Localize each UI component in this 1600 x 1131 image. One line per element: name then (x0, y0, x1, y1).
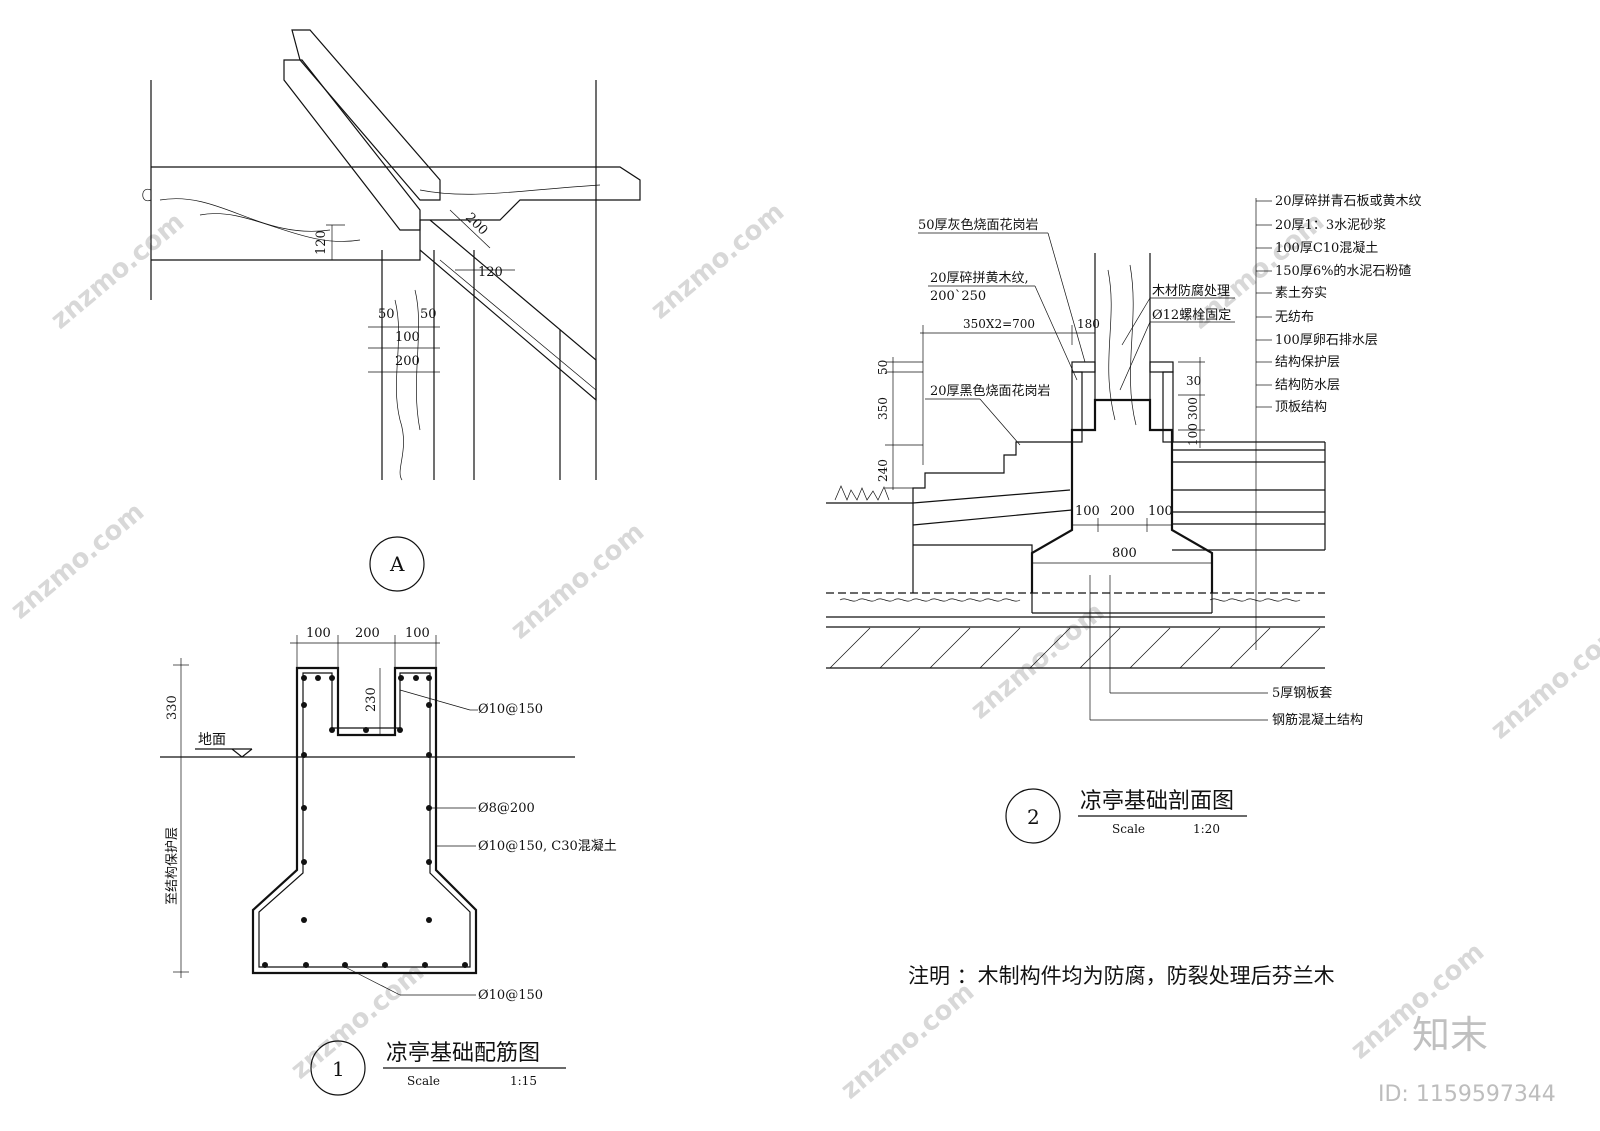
layer-label: 顶板结构 (1275, 400, 1327, 415)
dim-label: 330 (165, 695, 180, 720)
layer-label: 150厚6%的水泥石粉碴 (1275, 263, 1411, 279)
watermark: znzmo.com (645, 197, 790, 325)
dim-label: 800 (1112, 546, 1137, 561)
rebar-callout: Ø10@150 (478, 988, 543, 1003)
watermark: znzmo.com (285, 957, 430, 1085)
dim-label: 200 (395, 354, 420, 369)
layer-label: 无纺布 (1275, 310, 1314, 325)
layer-label: 20厚碎拼青石板或黄木纹 (1275, 194, 1422, 209)
drawing-2-section: 20厚碎拼青石板或黄木纹 20厚1：3水泥砂浆 100厚C10混凝土 150厚6… (826, 194, 1422, 844)
dim-label: 350X2=700 (963, 317, 1035, 331)
material-label: Ø12螺栓固定 (1152, 308, 1231, 323)
watermark: znzmo.com (1485, 617, 1600, 745)
dim-label: 180 (1077, 317, 1100, 331)
material-label: 200`250 (930, 289, 986, 304)
material-label: 钢筋混凝土结构 (1272, 712, 1363, 728)
drawing-1-rebar: 100 200 100 地面 330 至结构保护层 (160, 626, 617, 1096)
layer-label: 100厚卵石排水层 (1275, 333, 1378, 348)
dim-label: 50 (378, 307, 395, 322)
hatch-bottom (829, 627, 1321, 669)
dim-label: 350 (876, 397, 890, 420)
layer-label: 结构防水层 (1275, 377, 1340, 393)
material-label: 20厚黑色烧面花岗岩 (930, 383, 1051, 399)
dim-label: 200 (355, 626, 380, 641)
layer-label: 100厚C10混凝土 (1275, 240, 1378, 256)
dim-label: 50 (876, 360, 890, 375)
dim-label: 200 (1110, 504, 1135, 519)
dim-label: 100 (1186, 423, 1200, 446)
material-label: 50厚灰色烧面花岗岩 (918, 217, 1039, 233)
watermark: znzmo.com (835, 977, 980, 1105)
dim-label: 200 (462, 210, 490, 238)
rebar-callout: Ø10@150, C30混凝土 (478, 838, 617, 854)
dim-label: 100 (395, 330, 420, 345)
dim-label: 230 (364, 687, 379, 712)
layer-label: 素土夯实 (1275, 286, 1327, 301)
material-label: 5厚钢板套 (1272, 685, 1332, 701)
brand-logo: 知末 (1412, 1013, 1488, 1057)
dim-label: 120 (478, 265, 503, 280)
rebar-callout: Ø10@150 (478, 702, 543, 717)
brand-id: ID: 1159597344 (1378, 1082, 1556, 1107)
rebar-dots (262, 675, 468, 968)
dim-label: 240 (876, 459, 890, 482)
drawing-title: 凉亭基础剖面图 (1080, 789, 1234, 814)
dim-label: 100 (1148, 504, 1173, 519)
dim-label: 30 (1186, 374, 1201, 388)
scale-value: 1:20 (1193, 822, 1220, 836)
watermark: znzmo.com (505, 517, 650, 645)
drawing-title: 凉亭基础配筋图 (386, 1041, 540, 1066)
general-note: 注明 ：木制构件均为防腐，防裂处理后芬兰木 (908, 964, 1335, 988)
dim-label: 50 (420, 307, 437, 322)
ground-label: 地面 (198, 732, 226, 748)
dim-label: 120 (314, 230, 329, 255)
scale-label: Scale (407, 1074, 440, 1088)
detail-a: 120 200 120 50 50 100 200 A (142, 29, 641, 592)
layer-label: 20厚1：3水泥砂浆 (1275, 218, 1386, 233)
detail-marker: A (389, 552, 405, 576)
dim-label: 300 (1186, 397, 1200, 420)
scale-label: Scale (1112, 822, 1145, 836)
watermark: znzmo.com (45, 207, 190, 335)
layer-callouts: 20厚碎拼青石板或黄木纹 20厚1：3水泥砂浆 100厚C10混凝土 150厚6… (1256, 194, 1422, 415)
material-label: 20厚碎拼黄木纹, (930, 271, 1029, 286)
drawing-number: 1 (332, 1057, 345, 1081)
dim-label: 100 (1075, 504, 1100, 519)
dim-label: 100 (306, 626, 331, 641)
watermark: znzmo.com (5, 497, 150, 625)
material-label: 木材防腐处理 (1152, 283, 1230, 299)
scale-value: 1:15 (510, 1074, 537, 1088)
drawing-number: 2 (1027, 805, 1040, 829)
side-label: 至结构保护层 (165, 827, 180, 905)
dim-label: 100 (405, 626, 430, 641)
layer-label: 结构保护层 (1275, 355, 1340, 370)
rebar-callout: Ø8@200 (478, 801, 535, 816)
